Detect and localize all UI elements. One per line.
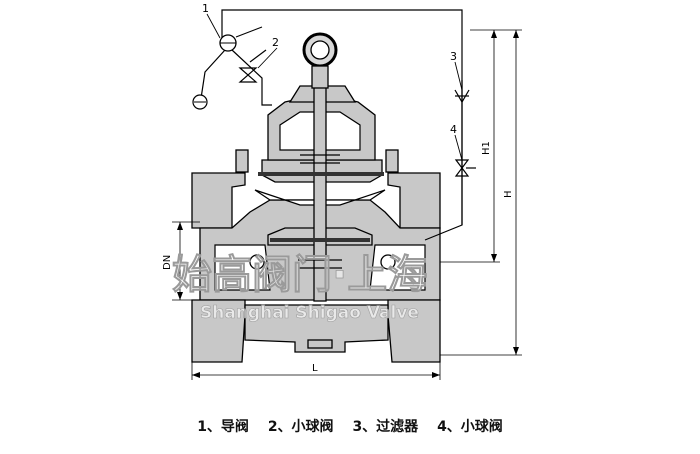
pilot-valve-1 bbox=[192, 26, 263, 110]
dim-l: L bbox=[312, 363, 318, 374]
legend-item-2: 2、小球阀 bbox=[267, 419, 334, 435]
callout-2: 2 bbox=[272, 36, 279, 49]
legend-item-3: 3、过滤器 bbox=[352, 419, 419, 435]
callout-3: 3 bbox=[450, 50, 457, 63]
strainer-3 bbox=[454, 89, 470, 104]
stem-assembly bbox=[298, 32, 342, 349]
watermark-en: Shanghai Shigao Valve bbox=[200, 303, 419, 323]
pilot-piping bbox=[199, 9, 463, 241]
ball-valve-4 bbox=[454, 159, 476, 177]
dimension-lines bbox=[172, 29, 522, 380]
dim-h1: H1 bbox=[481, 141, 492, 155]
diaphragm bbox=[258, 172, 384, 242]
ball-valve-2 bbox=[238, 49, 267, 83]
callout-1: 1 bbox=[202, 2, 209, 15]
dim-dn: DN bbox=[162, 255, 173, 270]
legend-item-1: 1、导阀 bbox=[197, 419, 249, 435]
dimension-arrows bbox=[177, 30, 519, 378]
watermark-cn: 始高阀门·上海 bbox=[172, 252, 427, 298]
legend-item-4: 4、小球阀 bbox=[437, 419, 503, 435]
dim-h: H bbox=[503, 190, 514, 198]
legend: 1、导阀 2、小球阀 3、过滤器 4、小球阀 bbox=[0, 416, 700, 436]
leader-lines bbox=[206, 13, 463, 161]
callout-4: 4 bbox=[450, 123, 457, 136]
bolt-holes bbox=[249, 254, 396, 270]
